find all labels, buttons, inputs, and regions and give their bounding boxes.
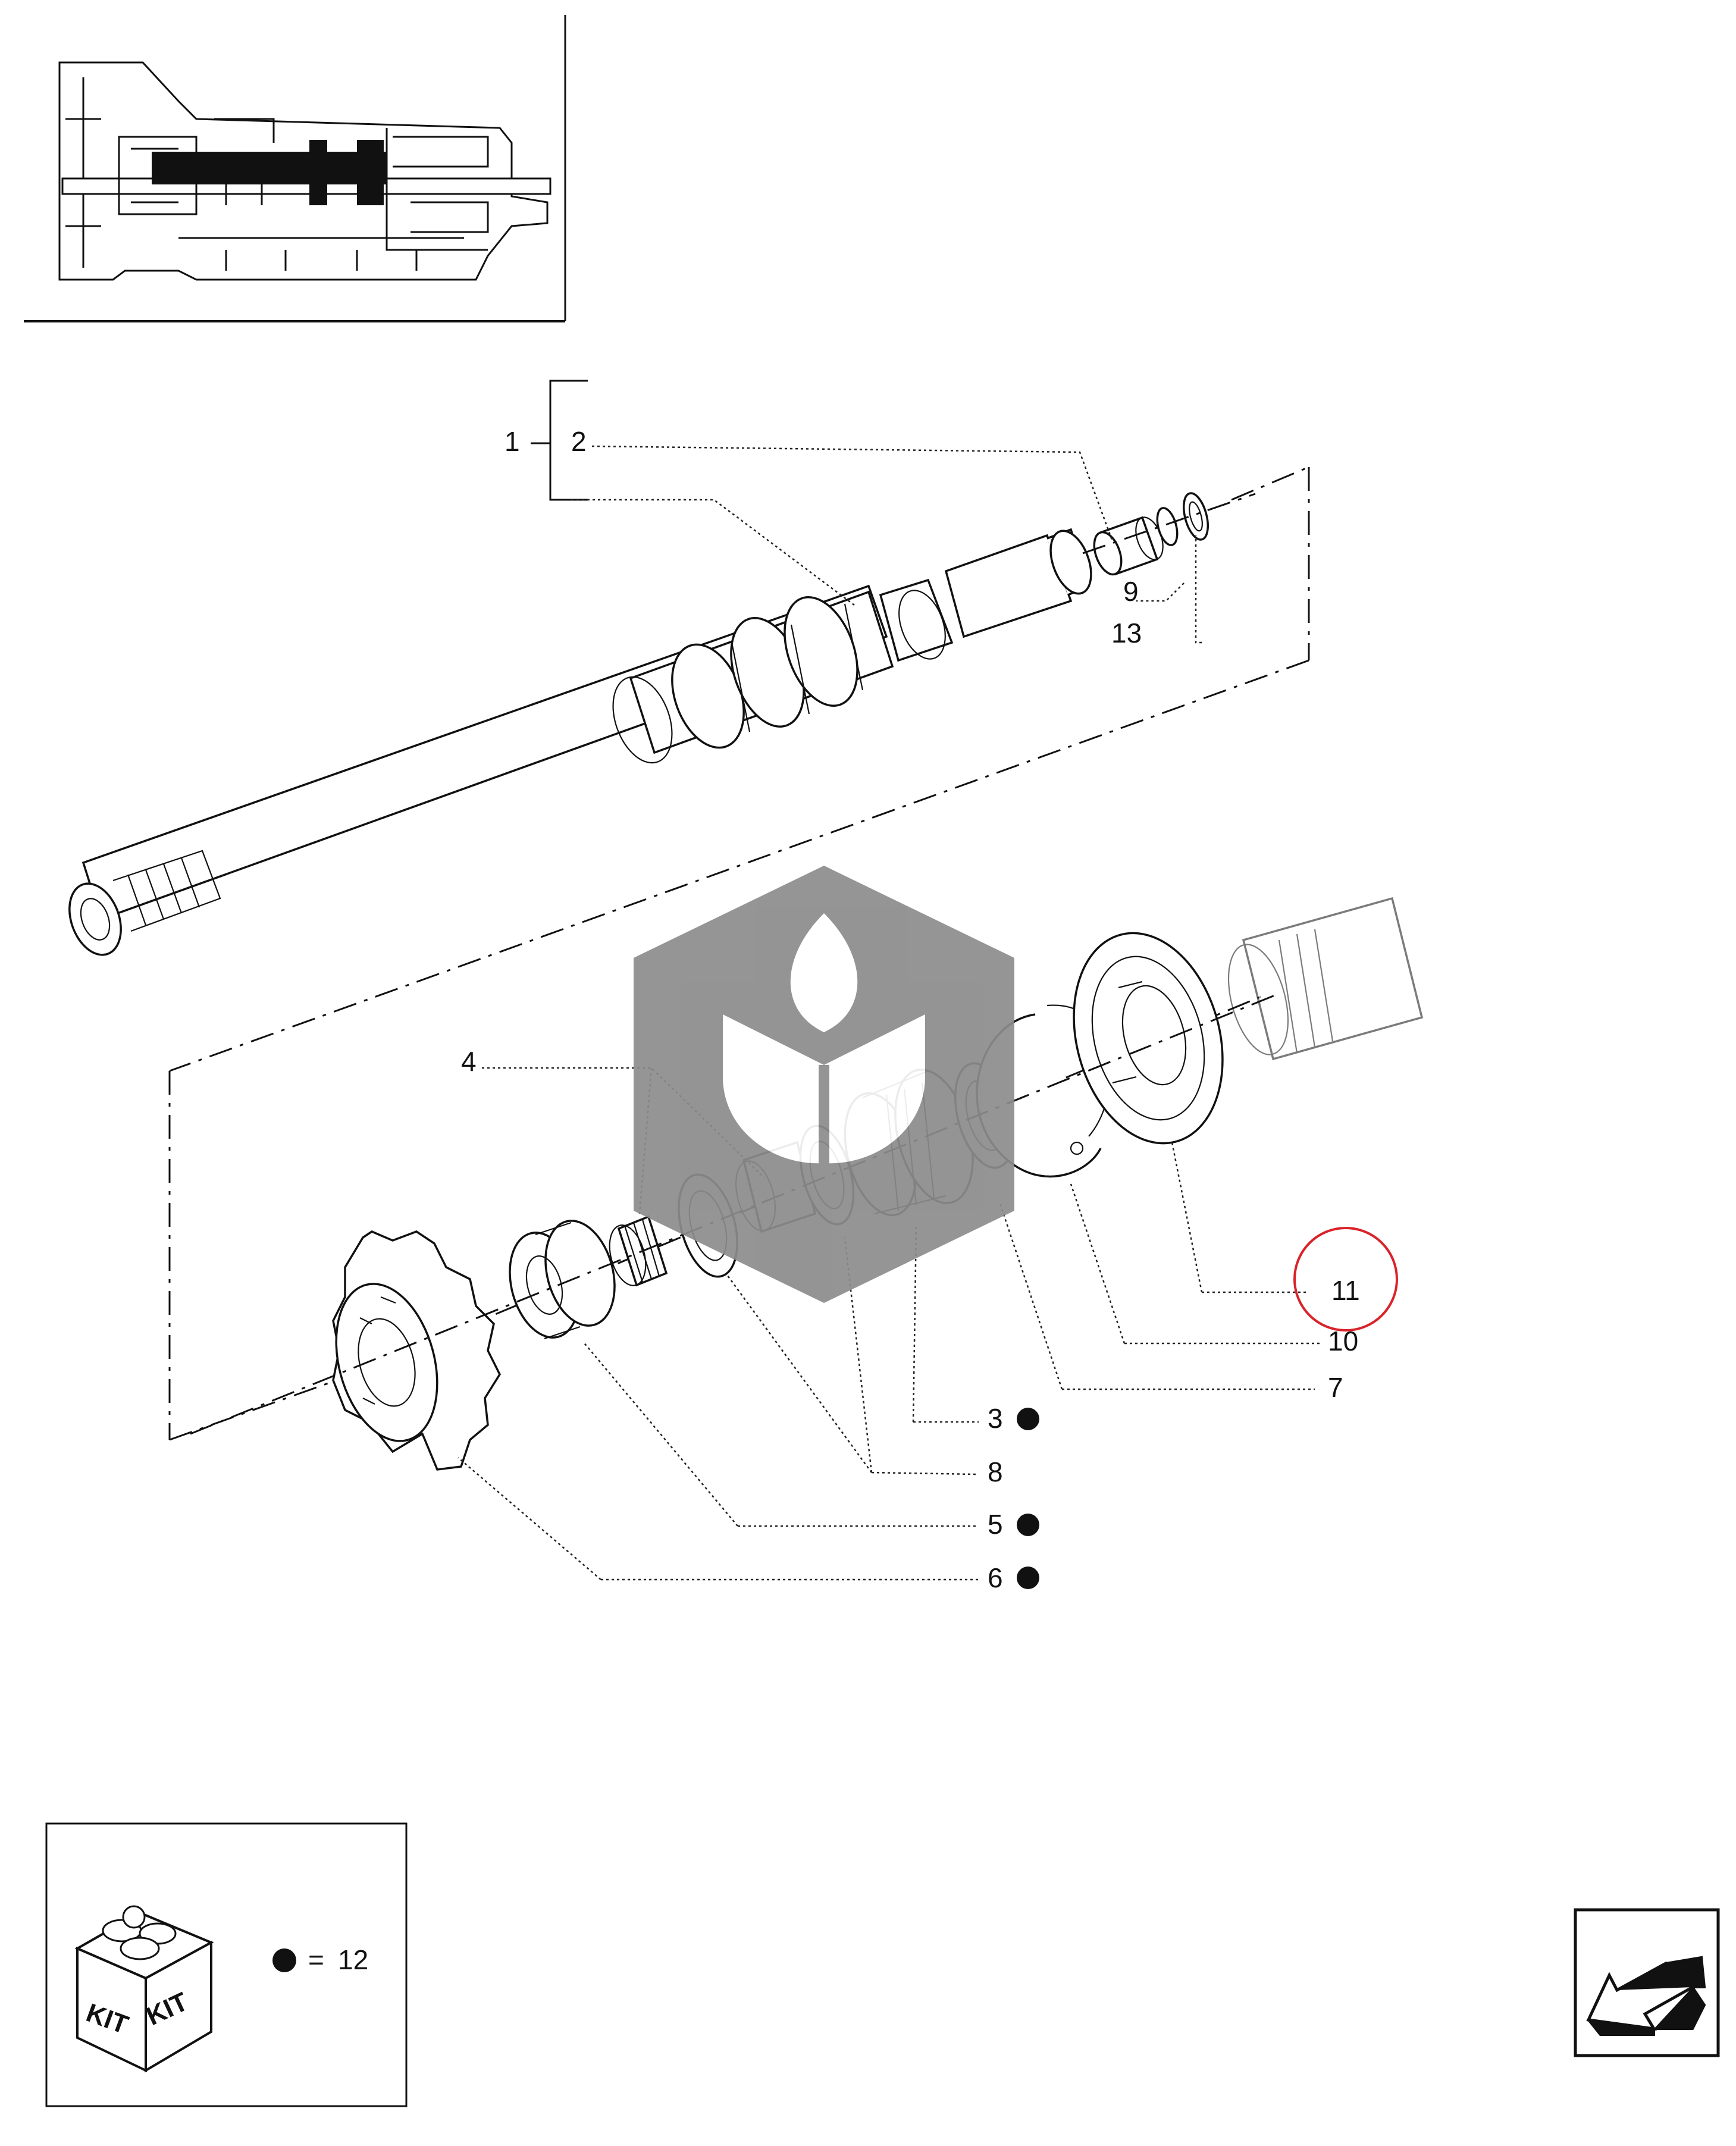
back-arrow-icon[interactable]	[1574, 1908, 1720, 2057]
kit-dot-5	[1017, 1514, 1039, 1536]
callout-9[interactable]: 7	[1328, 1372, 1343, 1403]
kit-legend-equals: =	[308, 1944, 324, 1975]
upper-envelope-line	[169, 466, 1310, 1072]
main-shaft-part	[68, 528, 1092, 956]
callout-1[interactable]: 1	[504, 426, 520, 457]
callout-8[interactable]: 8	[988, 1456, 1003, 1487]
callout-3[interactable]: 3	[988, 1403, 1003, 1434]
callout-4[interactable]: 4	[461, 1046, 477, 1077]
callout-labels: 1 2 9 13 4 3 8 5 6 7 10 11	[461, 426, 1360, 1593]
transmission-overview-thumbnail	[24, 15, 566, 322]
kit-legend: KIT KIT = 12	[45, 1822, 408, 2107]
callout-7[interactable]: 9	[1123, 576, 1139, 607]
callout-11-highlight	[1293, 1227, 1398, 1332]
bushing-part	[1093, 516, 1164, 576]
callout-6[interactable]: 6	[988, 1562, 1003, 1593]
small-gear-part	[509, 1220, 616, 1340]
brand-watermark	[634, 866, 1014, 1303]
ghosted-shaft-end	[1227, 897, 1424, 1061]
callout-5[interactable]: 5	[988, 1509, 1003, 1540]
kit-dot-3	[1017, 1408, 1039, 1430]
callout-11[interactable]: 11	[1331, 1275, 1360, 1306]
synchronizer-hub-part	[1073, 932, 1224, 1145]
washer-parts	[1082, 492, 1256, 554]
kit-legend-dot	[272, 1948, 296, 1972]
callout-13[interactable]: 13	[1111, 618, 1142, 649]
kit-box-icon: KIT KIT	[74, 1905, 214, 2073]
kit-dot-6	[1017, 1567, 1039, 1589]
shaft-group-bracket	[531, 380, 588, 501]
callout-2[interactable]: 2	[571, 426, 587, 457]
large-gear-part	[332, 1230, 502, 1471]
kit-legend-number: 12	[338, 1944, 368, 1975]
